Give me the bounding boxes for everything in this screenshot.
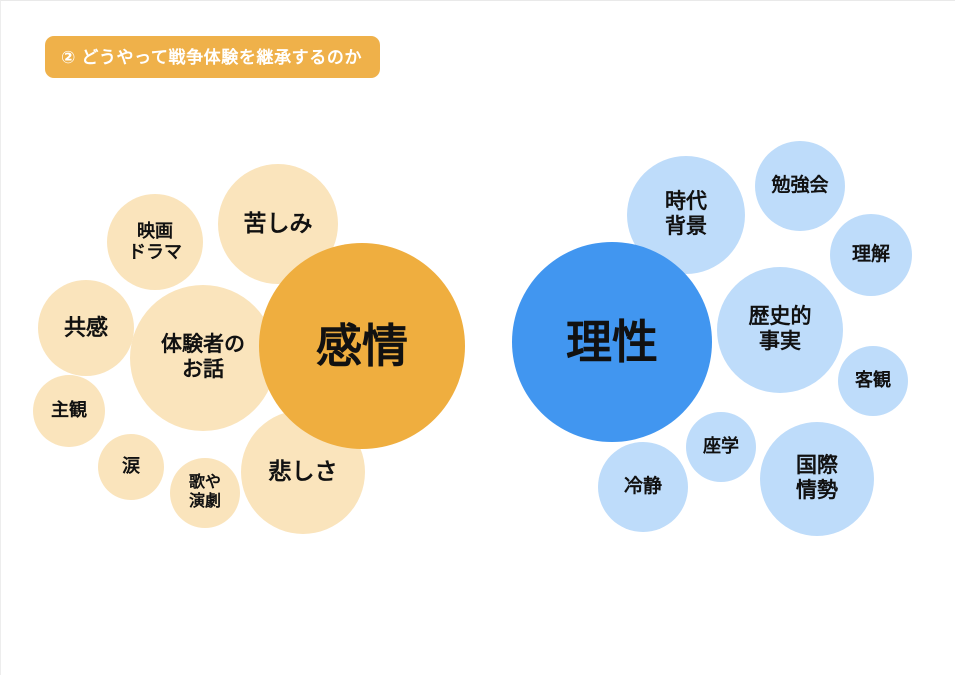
satellite-bubble-座学[interactable]: 座学 — [686, 412, 756, 482]
section-title-banner: ② どうやって戦争体験を継承するのか — [45, 36, 381, 78]
bubble-label: 理性 — [566, 315, 658, 368]
satellite-bubble-国際情勢[interactable]: 国際 情勢 — [760, 422, 874, 536]
satellite-bubble-歴史的事実[interactable]: 歴史的 事実 — [717, 267, 843, 393]
section-title-text: ② どうやって戦争体験を継承するのか — [61, 47, 363, 67]
bubble-label: 時代 背景 — [665, 190, 707, 238]
satellite-bubble-勉強会[interactable]: 勉強会 — [755, 141, 845, 231]
bubble-label: 冷静 — [623, 475, 662, 497]
bubble-label: 国際 情勢 — [796, 454, 838, 502]
satellite-bubble-理解[interactable]: 理解 — [830, 214, 912, 296]
bubble-label: 座学 — [703, 436, 739, 457]
satellite-bubble-客観[interactable]: 客観 — [838, 346, 908, 416]
bubble-label: 理解 — [851, 243, 890, 265]
bubble-label: 歴史的 事実 — [748, 305, 812, 353]
hub-bubble-理性[interactable]: 理性 — [512, 242, 712, 442]
satellite-bubble-冷静[interactable]: 冷静 — [598, 442, 688, 532]
bubble-label: 勉強会 — [771, 174, 829, 196]
bubble-label: 客観 — [855, 370, 891, 391]
